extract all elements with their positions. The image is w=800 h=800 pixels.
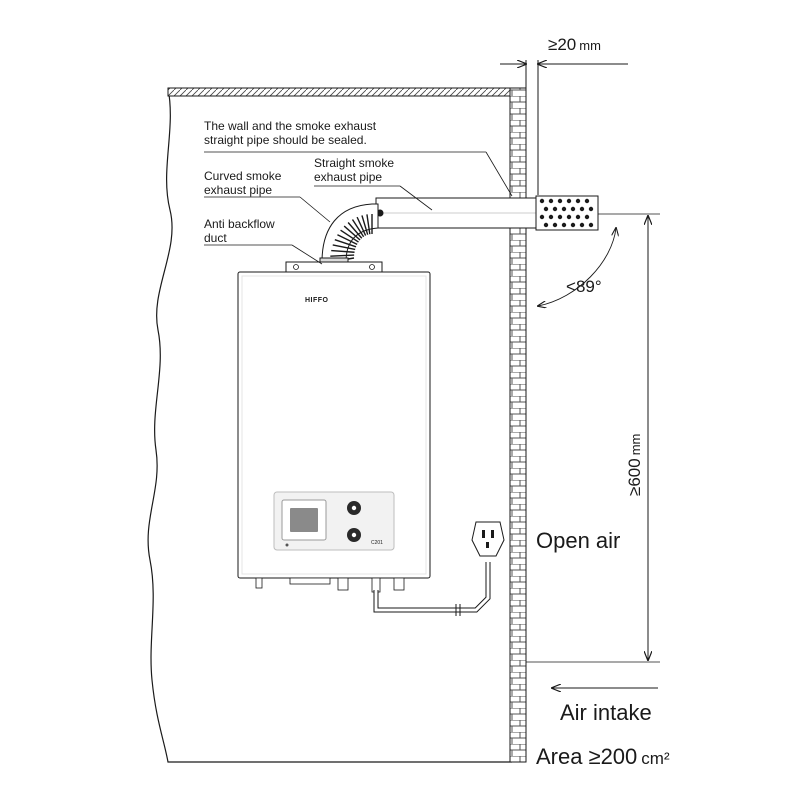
vent-hole: [584, 198, 590, 204]
bellows-ring: [340, 229, 359, 243]
annotations: The wall and the smoke exhaust straight …: [204, 119, 513, 265]
vent-hole: [561, 206, 567, 212]
bottom-fittings: [255, 577, 405, 593]
vent-hole: [543, 206, 549, 212]
vent-hole: [588, 206, 594, 212]
vent-hole: [539, 198, 545, 204]
vent-hole: [548, 198, 554, 204]
anti-backflow-label-2: duct: [204, 231, 227, 245]
vent-hole: [543, 222, 549, 228]
vent-hole: [588, 222, 594, 228]
vent-hole: [579, 206, 585, 212]
vent-hole: [561, 222, 567, 228]
wall-seal-label-1: The wall and the smoke exhaust: [204, 119, 377, 133]
vent-hole: [557, 214, 563, 220]
height-label: ≥600mm: [625, 434, 644, 496]
curved-pipe-label-1: Curved smoke: [204, 169, 282, 183]
vent-hole: [570, 206, 576, 212]
anti-backflow-label-1: Anti backflow: [204, 217, 275, 231]
control-panel: C201: [273, 491, 395, 551]
bellows-ring: [366, 214, 371, 235]
angle-dimension: <89°: [538, 213, 660, 306]
bellows-ring: [351, 219, 365, 238]
angle-label: <89°: [566, 277, 602, 296]
vent-hole: [552, 222, 558, 228]
bellows-rings: [329, 214, 373, 263]
vent-hole: [552, 206, 558, 212]
straight-pipe-label-1: Straight smoke: [314, 156, 394, 170]
vent-hole: [548, 214, 554, 220]
vent-hole: [566, 198, 572, 204]
room-outline: [147, 87, 512, 763]
bellows-ring: [343, 225, 361, 241]
brick-wall: [509, 60, 539, 763]
bellows-ring: [334, 239, 357, 248]
vent-hole: [575, 214, 581, 220]
power-plug: [471, 521, 505, 557]
water-heater: HIFFO C201: [237, 271, 431, 593]
straight-pipe-label-2: exhaust pipe: [314, 170, 382, 184]
bellows-ring: [356, 216, 367, 236]
open-air-label: Open air: [536, 528, 620, 553]
height-dimension: ≥600mm: [526, 216, 660, 663]
gas-pipe: [373, 562, 491, 616]
straight-exhaust-pipe: [375, 195, 599, 231]
brand-logo: HIFFO: [305, 297, 329, 304]
curved-pipe-label-2: exhaust pipe: [204, 183, 272, 197]
bellows-ring: [331, 249, 355, 253]
air-intake-label: Air intake: [560, 700, 652, 725]
vent-hole: [575, 198, 581, 204]
wall-seal-label-2: straight pipe should be sealed.: [204, 133, 367, 147]
bellows-ring: [361, 215, 369, 235]
vent-hole: [584, 214, 590, 220]
model-label: C201: [371, 540, 383, 546]
bellows-ring: [332, 244, 356, 251]
anti-backflow-duct: [285, 257, 383, 273]
vent-hole: [570, 222, 576, 228]
vent-hole: [557, 198, 563, 204]
vent-holes: [539, 198, 594, 228]
vent-hole: [579, 222, 585, 228]
bellows-ring: [330, 254, 355, 257]
vent-hole: [539, 214, 545, 220]
bellows-ring: [337, 234, 358, 245]
ceiling: [167, 87, 527, 97]
bellows-ring: [347, 222, 363, 239]
curved-exhaust-pipe: [321, 203, 379, 263]
vent-hole: [566, 214, 572, 220]
